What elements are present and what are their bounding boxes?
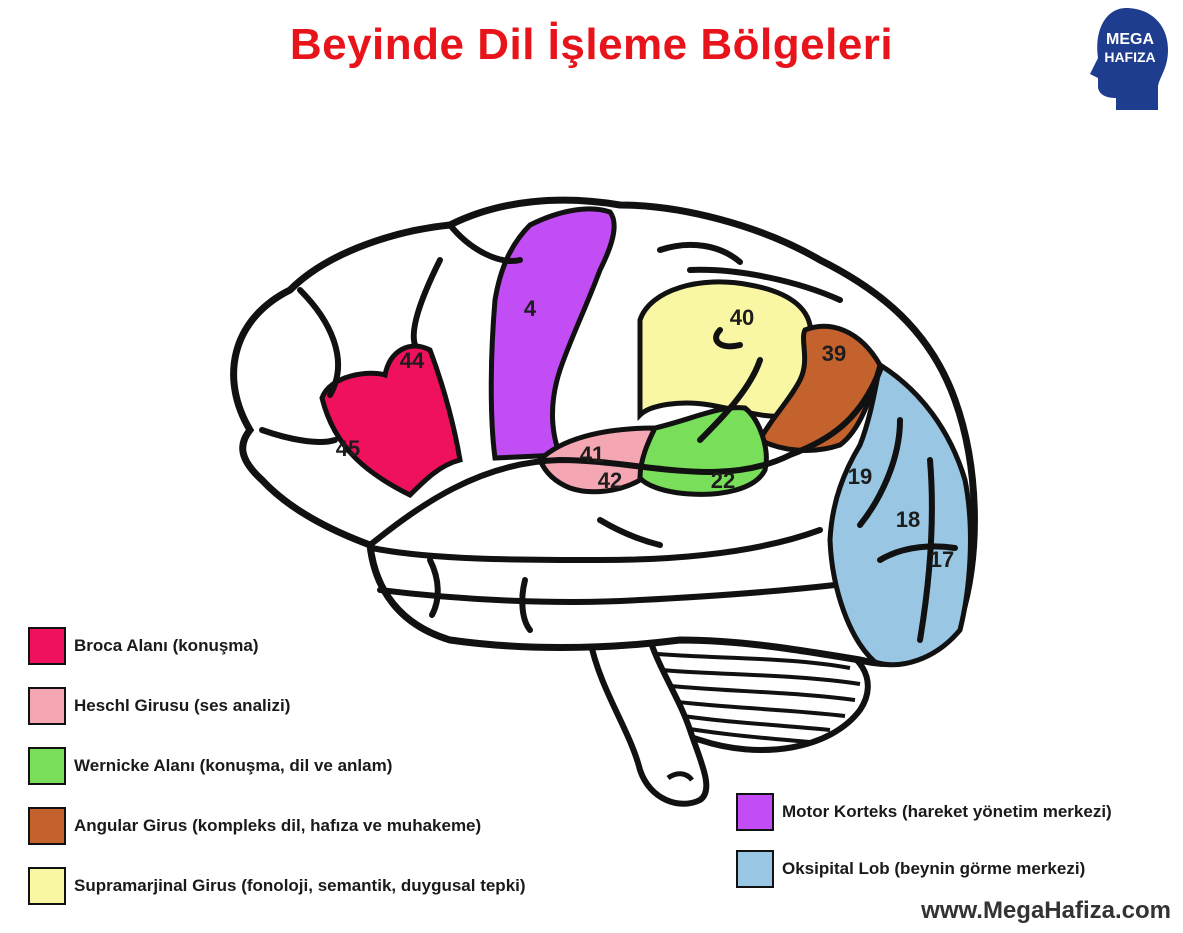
legend-label: Angular Girus (kompleks dil, hafıza ve m… (74, 816, 482, 835)
area-motor-cortex (488, 206, 617, 461)
area-number-label: 39 (822, 341, 846, 366)
legend-item: Supramarjinal Girus (fonoloji, semantik,… (28, 866, 526, 906)
brain-stem (586, 637, 710, 807)
area-number-label: 45 (336, 436, 360, 461)
logo-text-line1: MEGA (1106, 31, 1154, 48)
area-number-label: 22 (711, 468, 735, 493)
legend-swatch (28, 867, 66, 905)
legend-label: Motor Korteks (hareket yönetim merkezi) (782, 802, 1112, 821)
legend-swatch (28, 687, 66, 725)
mega-hafiza-logo: MEGA HAFIZA (1090, 8, 1168, 110)
website-url[interactable]: www.MegaHafiza.com (921, 897, 1171, 924)
area-number-label: 41 (580, 442, 604, 467)
area-number-label: 17 (930, 547, 954, 572)
area-broca (319, 343, 463, 499)
area-number-label: 4 (524, 296, 537, 321)
legend-swatch (736, 793, 774, 831)
area-number-label: 44 (400, 348, 425, 373)
legend-swatch (736, 850, 774, 888)
legend-label: Oksipital Lob (beynin görme merkezi) (782, 859, 1086, 878)
area-number-label: 18 (896, 507, 920, 532)
area-number-label: 40 (730, 305, 754, 330)
legend-item: Heschl Girusu (ses analizi) (28, 686, 290, 726)
area-number-label: 19 (848, 464, 872, 489)
legend-label: Supramarjinal Girus (fonoloji, semantik,… (74, 876, 526, 895)
legend-swatch (28, 627, 66, 665)
legend-item: Motor Korteks (hareket yönetim merkezi) (736, 792, 1112, 832)
legend-item: Angular Girus (kompleks dil, hafıza ve m… (28, 806, 481, 846)
legend-label: Wernicke Alanı (konuşma, dil ve anlam) (74, 756, 393, 775)
legend-label: Broca Alanı (konuşma) (74, 636, 259, 655)
area-number-label: 42 (598, 468, 622, 493)
head-silhouette-icon (1090, 8, 1168, 110)
legend-item: Wernicke Alanı (konuşma, dil ve anlam) (28, 746, 392, 786)
legend-label: Heschl Girusu (ses analizi) (74, 696, 291, 715)
legend-item: Broca Alanı (konuşma) (28, 626, 259, 666)
legend-swatch (28, 807, 66, 845)
brain-stem-detail (666, 771, 694, 782)
sulci-lines (259, 222, 958, 643)
area-occipital (827, 360, 973, 668)
legend-swatch (28, 747, 66, 785)
page-title: Beyinde Dil İşleme Bölgeleri (289, 20, 894, 69)
logo-text-line2: HAFIZA (1104, 49, 1155, 65)
legend-item: Oksipital Lob (beynin görme merkezi) (736, 849, 1085, 889)
